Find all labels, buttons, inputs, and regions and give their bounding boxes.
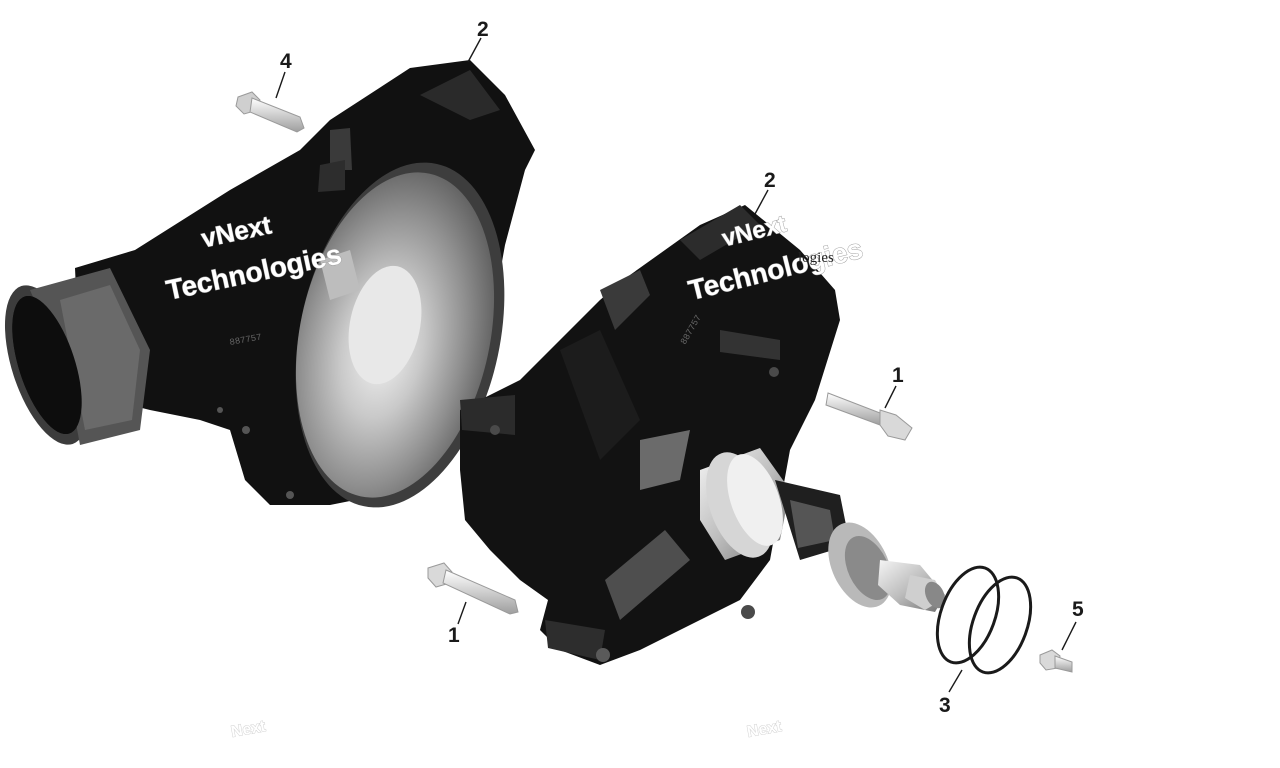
callout-5: 5 [1072,598,1084,621]
callout-2-right: 2 [764,169,776,192]
callout-4: 4 [280,50,292,73]
leader-2-right [754,189,769,215]
watermark-faint-right: Next [746,718,784,741]
bolt-1-upper [825,392,913,441]
watermark-small: logies [798,250,834,266]
bolt-4 [235,91,305,133]
leader-3 [948,669,963,693]
leader-4 [275,71,286,99]
watermark-faint-left: Next [230,718,268,741]
leader-5 [1061,621,1077,651]
callout-2-left: 2 [477,18,489,41]
intake-tube [4,268,150,445]
callout-1-lower: 1 [448,624,460,647]
rotor-shaft-assembly [700,448,946,612]
leader-1-upper [884,385,897,409]
housing-cover-left: 887757 [4,60,535,508]
o-rings [935,565,1033,675]
bolt-5 [1039,649,1073,673]
callout-1-upper: 1 [892,364,904,387]
bolt-1-lower [427,562,519,615]
leader-1-lower [457,601,467,625]
callout-3: 3 [939,694,951,717]
leader-2-left [467,37,482,63]
